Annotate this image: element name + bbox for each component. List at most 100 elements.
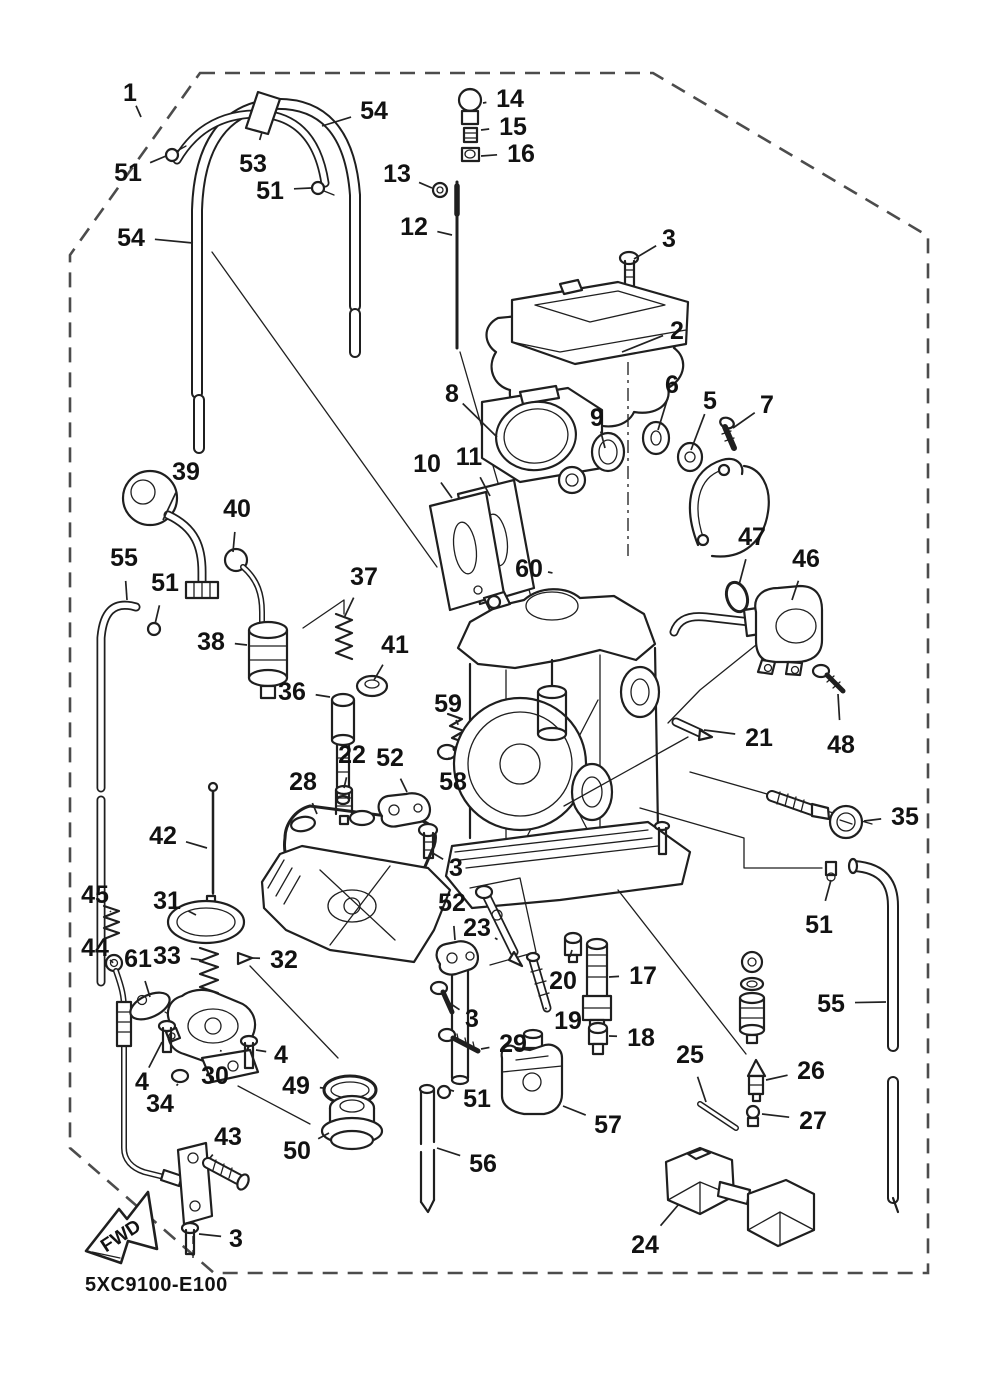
spring-37 bbox=[334, 612, 354, 661]
callout-label-3: 3 bbox=[662, 225, 676, 253]
hose-clip-51-c bbox=[146, 621, 162, 637]
bowl-flange bbox=[444, 820, 692, 910]
washer-5 bbox=[676, 441, 704, 473]
callout-label-19: 19 bbox=[554, 1007, 582, 1035]
callout-label-5: 5 bbox=[703, 387, 717, 415]
leader-line-23 bbox=[494, 937, 498, 941]
callout-label-51: 51 bbox=[463, 1085, 491, 1113]
jet-column bbox=[429, 877, 613, 1056]
callout-label-8: 8 bbox=[445, 380, 459, 408]
float-31 bbox=[166, 894, 246, 945]
callout-label-58: 58 bbox=[439, 768, 467, 796]
leader-line-40 bbox=[232, 531, 236, 553]
leader-line-31 bbox=[187, 910, 197, 916]
leader-line-4 bbox=[255, 1049, 267, 1053]
valve-seat-stack bbox=[738, 950, 766, 1045]
leader-line-52 bbox=[453, 925, 456, 941]
callout-label-21: 21 bbox=[745, 724, 773, 752]
jet-27 bbox=[745, 1104, 761, 1128]
leader-line-29 bbox=[480, 1046, 490, 1050]
callout-label-46: 46 bbox=[792, 545, 820, 573]
callout-label-48: 48 bbox=[827, 731, 855, 759]
callout-label-26: 26 bbox=[797, 1057, 825, 1085]
callout-label-42: 42 bbox=[149, 822, 177, 850]
leader-line-54 bbox=[321, 116, 352, 127]
diagram-code: 5XC9100-E100 bbox=[85, 1274, 228, 1296]
float-needle-42 bbox=[207, 781, 219, 906]
callout-label-55: 55 bbox=[817, 990, 845, 1018]
callout-label-37: 37 bbox=[350, 563, 378, 591]
callout-label-12: 12 bbox=[400, 213, 428, 241]
cap-34 bbox=[170, 1068, 190, 1084]
callout-label-29: 29 bbox=[499, 1030, 527, 1058]
callout-label-4: 4 bbox=[274, 1041, 288, 1069]
throttle-stop-screw-14 bbox=[457, 87, 483, 126]
washer-6 bbox=[641, 420, 671, 456]
leader-line-3 bbox=[198, 1233, 222, 1238]
leader-line-15 bbox=[480, 128, 490, 131]
leader-line-5 bbox=[690, 413, 706, 451]
callout-label-13: 13 bbox=[383, 160, 411, 188]
leader-line-20 bbox=[569, 949, 573, 958]
leader-line-7 bbox=[732, 411, 756, 429]
right-side-group bbox=[667, 580, 900, 1214]
leader-line-8 bbox=[462, 402, 498, 438]
drain-plug-50 bbox=[320, 1094, 384, 1151]
leader-line-50 bbox=[317, 1132, 330, 1140]
callout-label-32: 32 bbox=[270, 946, 298, 974]
diagram-border bbox=[68, 71, 930, 1275]
leader-line-26 bbox=[765, 1074, 788, 1081]
leader-line-1 bbox=[135, 105, 142, 118]
leader-line-51 bbox=[293, 187, 312, 190]
drain-hose-56 bbox=[418, 1083, 436, 1214]
screw-3-mid bbox=[417, 822, 439, 860]
callout-label-56: 56 bbox=[469, 1150, 497, 1178]
leader-line-51 bbox=[449, 1089, 455, 1092]
carburetor-body bbox=[436, 588, 823, 1100]
hose-clip-51-a bbox=[164, 145, 187, 163]
jet-20 bbox=[563, 931, 583, 964]
callout-label-2: 2 bbox=[670, 317, 684, 345]
bottom-center-group bbox=[320, 1028, 564, 1214]
callout-label-28: 28 bbox=[289, 768, 317, 796]
callout-label-11: 11 bbox=[456, 443, 483, 471]
plate-52-lower bbox=[435, 940, 479, 976]
leader-line-17 bbox=[608, 975, 620, 978]
leader-line-39 bbox=[162, 492, 177, 521]
callout-label-4: 4 bbox=[135, 1068, 149, 1096]
leader-line-14 bbox=[482, 101, 487, 104]
callout-label-54: 54 bbox=[117, 224, 145, 252]
hose-55-right bbox=[847, 857, 900, 1214]
callout-label-22: 22 bbox=[338, 741, 366, 769]
callout-label-41: 41 bbox=[381, 631, 409, 659]
screw-4-left bbox=[157, 1019, 177, 1054]
callout-label-16: 16 bbox=[507, 140, 535, 168]
callout-label-1: 1 bbox=[123, 79, 137, 107]
callout-label-51: 51 bbox=[151, 569, 179, 597]
callout-label-52: 52 bbox=[438, 889, 466, 917]
hose-clamp-53 bbox=[244, 90, 282, 136]
callout-label-44: 44 bbox=[81, 934, 109, 962]
screw-3-low bbox=[429, 980, 455, 1015]
callout-label-6: 6 bbox=[665, 371, 679, 399]
callout-label-34: 34 bbox=[146, 1090, 174, 1118]
leader-line-42 bbox=[185, 840, 208, 849]
callout-label-31: 31 bbox=[153, 887, 181, 915]
o-ring-47 bbox=[724, 580, 750, 614]
nut-16 bbox=[460, 146, 481, 163]
ball-32 bbox=[236, 951, 254, 966]
callout-label-39: 39 bbox=[172, 458, 200, 486]
callout-label-57: 57 bbox=[594, 1111, 622, 1139]
callout-label-40: 40 bbox=[223, 495, 251, 523]
spring-33 bbox=[198, 946, 220, 995]
callout-label-36: 36 bbox=[278, 678, 306, 706]
screw-3-bottom bbox=[180, 1221, 200, 1256]
needle-jet-19 bbox=[525, 951, 552, 1013]
screw-29 bbox=[437, 1027, 481, 1054]
callout-label-14: 14 bbox=[496, 85, 524, 113]
leader-line-11 bbox=[479, 476, 491, 497]
callout-label-52: 52 bbox=[376, 744, 404, 772]
callout-label-55: 55 bbox=[110, 544, 138, 572]
leader-line-46 bbox=[791, 580, 800, 601]
